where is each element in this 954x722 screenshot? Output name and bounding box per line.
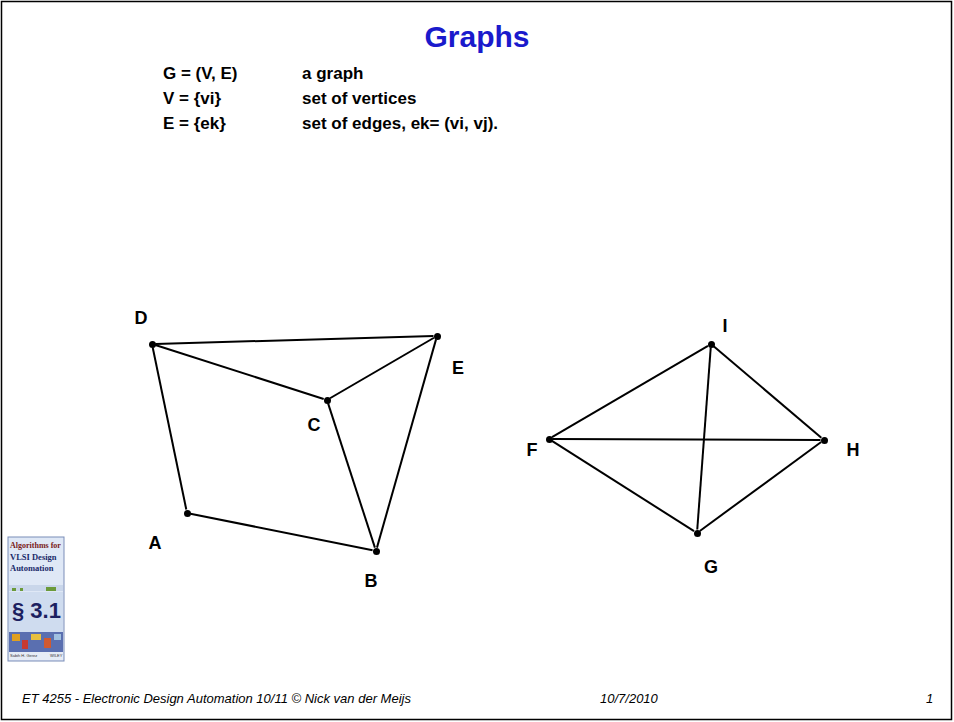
vertex-label: D bbox=[135, 308, 148, 329]
graph-edge bbox=[700, 442, 821, 531]
edge-line bbox=[153, 347, 187, 509]
book-title: Algorithms for bbox=[10, 541, 61, 550]
vertex-label: C bbox=[308, 415, 321, 436]
definition-text: set of edges, ek= (vi, vj). bbox=[302, 114, 498, 134]
graph-vertex: H bbox=[821, 437, 828, 444]
book-title: Automation bbox=[10, 563, 53, 573]
definition-text: a graph bbox=[302, 64, 363, 84]
book-author: Sabih H. Gerez bbox=[10, 653, 37, 658]
graph-edge bbox=[190, 514, 372, 551]
edge-line bbox=[155, 345, 323, 399]
graph-edge bbox=[328, 403, 375, 547]
vertex-label: H bbox=[847, 440, 860, 461]
edge-line bbox=[330, 338, 434, 398]
definition-term: G = (V, E) bbox=[163, 64, 237, 84]
graph-vertex: F bbox=[546, 436, 553, 443]
vertex-label: E bbox=[452, 358, 464, 379]
edge-line bbox=[377, 339, 436, 547]
vertex-label: A bbox=[149, 533, 162, 554]
graph-edge bbox=[377, 339, 436, 547]
graph-edge bbox=[330, 338, 434, 398]
edge-line bbox=[553, 438, 821, 441]
definition-term: V = {vi} bbox=[163, 89, 221, 109]
edge-line bbox=[552, 441, 694, 531]
definition-term: E = {ek} bbox=[163, 114, 226, 134]
vertex-label: I bbox=[722, 316, 727, 337]
graph-edge bbox=[714, 346, 822, 437]
graph-edge bbox=[153, 347, 187, 509]
edge-line bbox=[155, 336, 433, 344]
book-publisher: WILEY bbox=[50, 653, 62, 658]
section-number: § 3.1 bbox=[12, 598, 61, 624]
edge-line bbox=[328, 403, 375, 547]
graph-vertex: A bbox=[184, 510, 191, 517]
graph-vertex: E bbox=[434, 333, 441, 340]
vertex-label: G bbox=[704, 557, 718, 578]
book-title: VLSI Design bbox=[10, 552, 57, 562]
edge-line bbox=[552, 346, 708, 437]
graph-edge bbox=[552, 346, 708, 437]
graph-vertex: I bbox=[708, 341, 715, 348]
vertex-label: B bbox=[365, 571, 378, 592]
vertex-label: F bbox=[527, 440, 538, 461]
footer-date: 10/7/2010 bbox=[600, 691, 658, 706]
graph-edge bbox=[697, 347, 710, 529]
graph-vertex: B bbox=[373, 548, 380, 555]
book-cover bbox=[8, 537, 64, 661]
edge-line bbox=[700, 442, 821, 531]
slide-title: Graphs bbox=[0, 20, 954, 54]
footer-text: ET 4255 - Electronic Design Automation 1… bbox=[22, 691, 411, 706]
edge-line bbox=[190, 514, 372, 551]
graph-edge bbox=[155, 336, 433, 344]
graph-edge bbox=[553, 439, 821, 441]
graph-vertex: D bbox=[149, 341, 156, 348]
page-number: 1 bbox=[926, 691, 933, 706]
graph-edge bbox=[155, 345, 323, 399]
graph-edge bbox=[552, 441, 694, 531]
edge-line bbox=[714, 346, 822, 437]
definition-text: set of vertices bbox=[302, 89, 416, 109]
graph-vertex: C bbox=[324, 397, 331, 404]
edge-line bbox=[697, 347, 710, 529]
graph-vertex: G bbox=[694, 530, 701, 537]
